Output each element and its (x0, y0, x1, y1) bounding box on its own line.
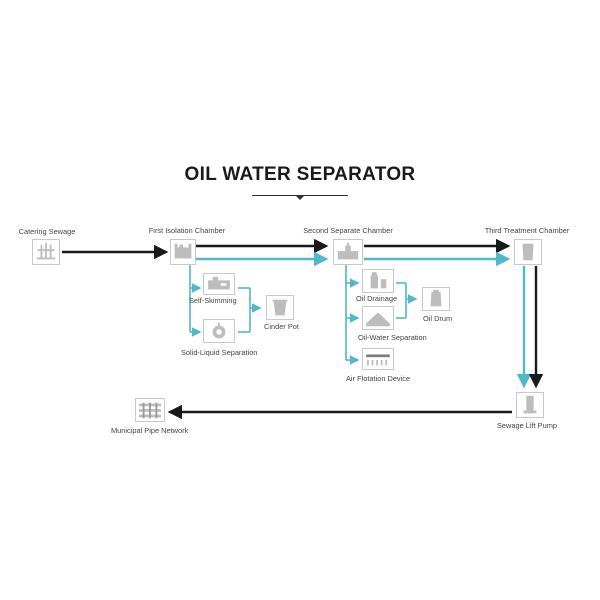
second-separate-chamber-icon (333, 239, 363, 265)
municipal-pipe-network-icon (135, 398, 165, 422)
label-self-skimming: Self-Skimming (189, 296, 237, 305)
self-skimming-icon (203, 273, 235, 295)
first-isolation-chamber-icon (170, 239, 196, 265)
third-treatment-chamber-icon (514, 239, 542, 265)
oil-drum-icon (422, 287, 450, 311)
cinder-pot-icon (266, 295, 294, 320)
label-municipal-pipe-network: Municipal Pipe Network (111, 426, 189, 435)
title-caret-icon (295, 195, 305, 200)
label-solid-liquid-separation: Solid-Liquid Separation (181, 348, 258, 357)
label-catering-sewage: Catering Sewage (18, 227, 76, 236)
label-cinder-pot: Cinder Pot (264, 322, 299, 331)
catering-sewage-icon (32, 239, 60, 265)
solid-liquid-separation-icon (203, 319, 235, 343)
label-oil-drum: Oil Drum (423, 314, 453, 323)
label-oil-water-separation: Oil-Water Separation (358, 333, 427, 342)
oil-water-separation-icon (362, 306, 394, 330)
air-flotation-device-icon (362, 348, 394, 370)
label-third-treatment-chamber: Third Treatment Chamber (484, 226, 570, 235)
sewage-lift-pump-icon (516, 392, 544, 418)
diagram-title: OIL WATER SEPARATOR (184, 164, 416, 185)
label-second-separate-chamber: Second Separate Chamber (303, 226, 393, 235)
label-oil-drainage: Oil Drainage (356, 294, 398, 303)
label-air-flotation-device: Air Flotation Device (346, 374, 411, 383)
oil-drainage-icon (362, 269, 394, 293)
label-sewage-lift-pump: Sewage Lift Pump (497, 421, 557, 430)
label-first-isolation-chamber: First Isolation Chamber (148, 226, 226, 235)
